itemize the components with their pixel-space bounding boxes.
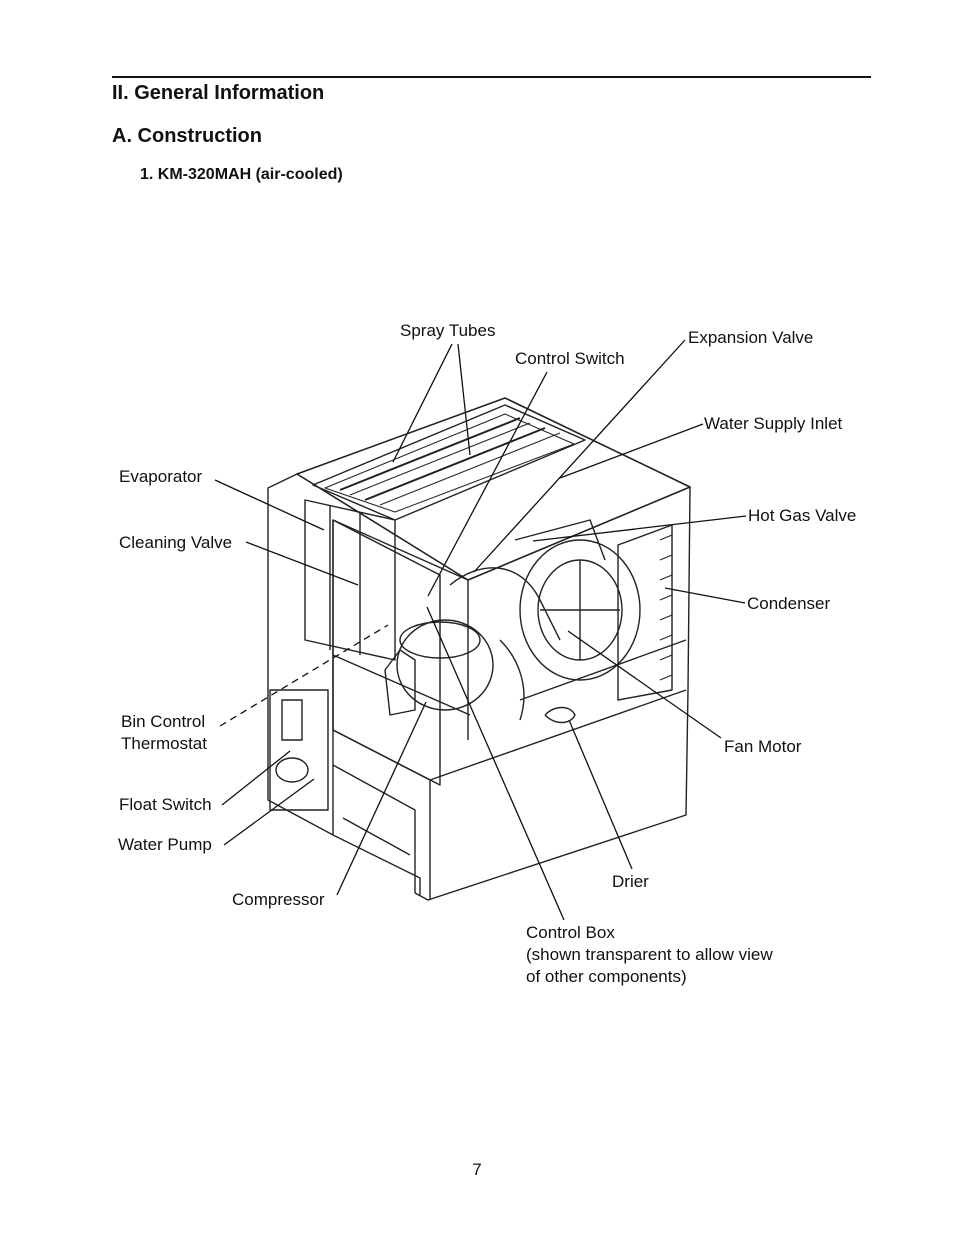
label-spray-tubes: Spray Tubes xyxy=(400,321,496,340)
leader-water-supply xyxy=(559,423,704,479)
label-bin-control-line2: Thermostat xyxy=(121,734,207,753)
label-bin-control-line1: Bin Control xyxy=(121,712,206,731)
leader-control-box xyxy=(426,606,565,921)
label-float-switch: Float Switch xyxy=(119,795,212,814)
label-water-supply-inlet: Water Supply Inlet xyxy=(704,414,843,433)
cabinet-right-side xyxy=(414,486,691,901)
leader-condenser xyxy=(664,587,746,604)
leader-bin-control xyxy=(219,624,389,727)
label-control-box-line3: of other components) xyxy=(526,967,687,986)
label-compressor: Compressor xyxy=(232,890,325,909)
fan-shroud xyxy=(519,539,641,681)
label-fan-motor: Fan Motor xyxy=(724,737,802,756)
label-evaporator: Evaporator xyxy=(119,467,203,486)
leader-float-switch xyxy=(221,750,291,806)
cabinet-front-edge xyxy=(332,520,421,895)
sump-tank xyxy=(269,689,329,811)
base-top xyxy=(429,689,687,781)
label-expansion-valve: Expansion Valve xyxy=(688,328,814,347)
label-condenser: Condenser xyxy=(747,594,831,613)
control-box-outline xyxy=(332,519,441,786)
label-control-switch: Control Switch xyxy=(515,349,625,368)
leader-control-switch xyxy=(427,371,548,597)
label-control-box-line2: (shown transparent to allow view xyxy=(526,945,773,964)
label-control-box: Control Box (shown transparent to allow … xyxy=(526,922,773,988)
leader-hot-gas xyxy=(532,515,747,542)
item-title: 1. KM-320MAH (air-cooled) xyxy=(140,166,343,183)
leader-drier xyxy=(568,719,633,870)
page-number: 7 xyxy=(472,1160,482,1179)
label-control-box-line1: Control Box xyxy=(526,923,615,942)
leader-compressor xyxy=(336,701,427,896)
label-cleaning-valve: Cleaning Valve xyxy=(119,533,233,552)
subsection-title: A. Construction xyxy=(112,125,262,147)
compressor-shape xyxy=(396,619,494,711)
header-rule xyxy=(112,76,871,78)
condenser-shape xyxy=(617,524,673,701)
leader-water-pump xyxy=(223,778,315,846)
evaporator-frame xyxy=(304,499,396,661)
cabinet-top xyxy=(296,397,691,581)
label-hot-gas-valve: Hot Gas Valve xyxy=(748,506,857,525)
leader-spray-tubes-a xyxy=(392,343,453,463)
leader-evaporator xyxy=(214,479,325,531)
leader-expansion-valve xyxy=(473,339,686,573)
section-title: II. General Information xyxy=(112,82,325,104)
cabinet-left-side xyxy=(267,473,334,836)
leader-fan-motor xyxy=(567,630,722,739)
spray-tray xyxy=(312,404,586,521)
leader-spray-tubes-b xyxy=(457,343,471,456)
label-bin-control: Bin Control Thermostat xyxy=(121,711,207,755)
label-drier: Drier xyxy=(612,872,649,891)
label-water-pump: Water Pump xyxy=(118,835,212,854)
leader-cleaning-valve xyxy=(245,541,359,586)
